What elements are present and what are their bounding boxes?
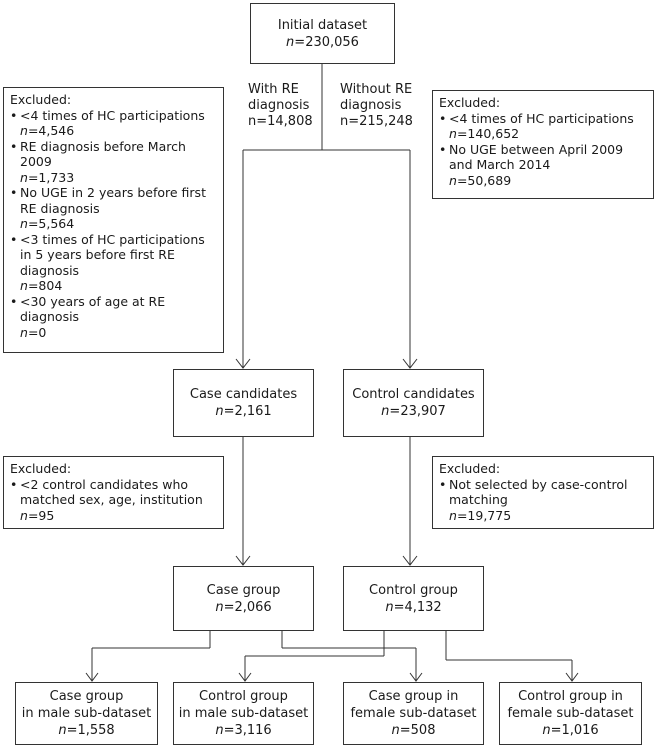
initial-dataset-box: Initial dataset n=230,056 — [250, 3, 395, 64]
branch-with-re-label: With RE diagnosis n=14,808 — [248, 82, 313, 130]
sub-dataset-box-case-male: Case group in male sub-dataset n=1,558 — [15, 682, 158, 745]
sub-dataset-box-control-male: Control group in male sub-dataset n=3,11… — [173, 682, 314, 745]
excluded-heading: Excluded: — [439, 95, 501, 110]
case-group-title: Case group — [206, 582, 281, 598]
branch-with-re-line2: diagnosis — [248, 98, 310, 113]
control-group-box: Control group n=4,132 — [343, 566, 484, 631]
excluded-right-box: Excluded: <4 times of HC participationsn… — [432, 90, 654, 199]
excluded-heading: Excluded: — [10, 92, 72, 107]
n-symbol: n — [286, 34, 295, 50]
case-candidates-count: =2,161 — [223, 404, 272, 419]
excluded-left-box: Excluded: <4 times of HC participationsn… — [3, 87, 224, 353]
control-candidates-count: =23,907 — [389, 404, 446, 419]
excluded-heading: Excluded: — [439, 461, 501, 476]
excluded-item: Not selected by case-control matchingn=1… — [439, 477, 647, 524]
excluded-control-box: Excluded: Not selected by case-control m… — [432, 456, 654, 529]
case-group-box: Case group n=2,066 — [173, 566, 314, 631]
excluded-item: No UGE in 2 years before first RE diagno… — [10, 185, 217, 232]
excluded-item: <2 control candidates who matched sex, a… — [10, 477, 217, 524]
branch-without-re-count: n=215,248 — [340, 114, 413, 129]
case-candidates-box: Case candidates n=2,161 — [173, 369, 314, 437]
sub-dataset-box-control-female: Control group in female sub-dataset n=1,… — [499, 682, 642, 745]
control-candidates-box: Control candidates n=23,907 — [343, 369, 484, 437]
branch-without-re-label: Without RE diagnosis n=215,248 — [340, 82, 413, 130]
case-candidates-title: Case candidates — [189, 387, 298, 402]
excluded-item: <3 times of HC participations in 5 years… — [10, 232, 217, 294]
control-candidates-title: Control candidates — [352, 387, 475, 402]
excluded-item: No UGE between April 2009 and March 2014… — [439, 142, 647, 189]
initial-dataset-title: Initial dataset — [277, 17, 368, 33]
branch-without-re-line1: Without RE — [340, 82, 413, 97]
sub-dataset-box-case-female: Case group in female sub-dataset n=508 — [343, 682, 484, 745]
initial-dataset-count: =230,056 — [294, 34, 359, 50]
control-group-title: Control group — [369, 582, 458, 598]
branch-without-re-line2: diagnosis — [340, 98, 402, 113]
excluded-case-box: Excluded: <2 control candidates who matc… — [3, 456, 224, 529]
excluded-heading: Excluded: — [10, 461, 72, 476]
case-group-count: =2,066 — [223, 599, 272, 615]
branch-with-re-line1: With RE — [248, 82, 299, 97]
branch-with-re-count: n=14,808 — [248, 114, 313, 129]
control-group-count: =4,132 — [393, 599, 442, 615]
